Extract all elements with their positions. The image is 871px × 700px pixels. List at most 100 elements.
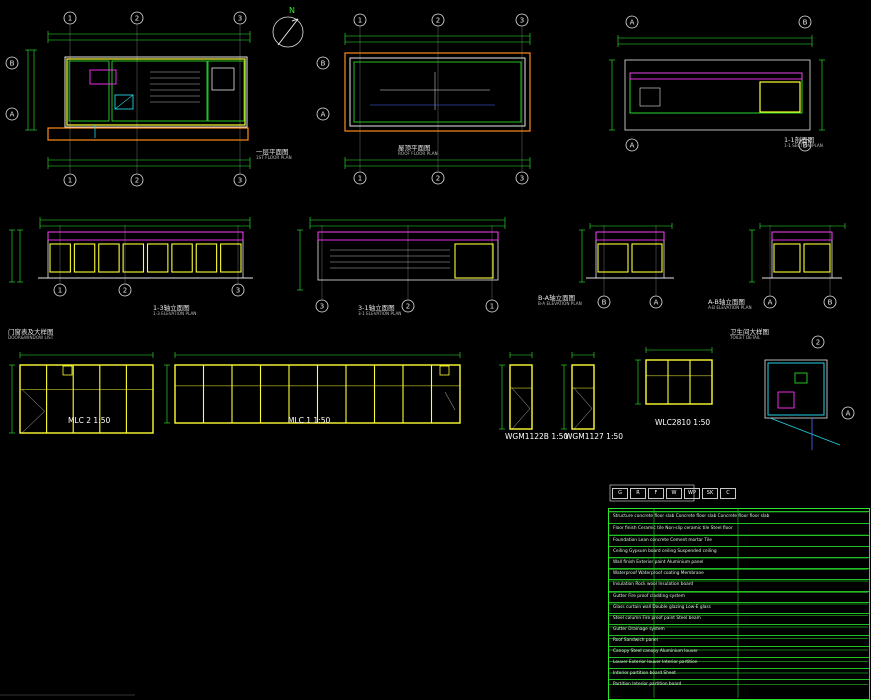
window-mlc1-lock: [439, 365, 450, 376]
floor-plan-platform: [47, 127, 249, 141]
legend-chip: G: [612, 488, 628, 499]
section-window: [639, 87, 661, 107]
spec-row: Waterproof Waterproof coating Membrane: [609, 568, 869, 579]
window-code-wlc2810: WLC2810 1:50: [655, 418, 711, 427]
legend-chips: G R F W WP SK C: [612, 488, 736, 499]
view-title-roof-plan: 屋顶平面图: [398, 144, 431, 152]
floor-plan-outline: [64, 56, 248, 128]
elevation-3-1-glazing: [454, 243, 494, 279]
door-swing: [114, 94, 134, 110]
window-wlc2810-frame: [645, 359, 713, 405]
elevation-1-3-fascia: [47, 231, 244, 241]
elevation-a-b-glazing: [773, 243, 801, 273]
legend-chip-frame: [609, 484, 695, 502]
elevation-a-b-outline: [771, 231, 833, 279]
grid-label: 3: [238, 177, 242, 185]
spec-row: Roof Sandwich panel: [609, 635, 869, 646]
view-title-first-floor-plan: 一层平面图: [256, 148, 289, 156]
grid-label: A: [630, 19, 635, 27]
view-sub-toilet-detail: TOILET DETAIL: [730, 335, 761, 340]
section-door: [759, 81, 801, 113]
grid-label: A: [846, 410, 851, 418]
elevation-a-b-glazing: [803, 243, 831, 273]
spec-row: Ceiling Gypsum board ceiling Suspended c…: [609, 546, 869, 557]
grid-label: 1: [490, 303, 494, 311]
view-title-elevation-b-a: B-A轴立面图: [538, 294, 576, 302]
elevation-1-3-glazing: [171, 243, 193, 273]
elevation-b-a-glazing: [631, 243, 663, 273]
elevation-b-a-fascia: [595, 231, 665, 241]
elevation-a-b-fascia: [771, 231, 833, 241]
legend-chip: F: [648, 488, 664, 499]
elevation-1-3-glazing: [98, 243, 120, 273]
door-symbol: [114, 94, 134, 110]
spec-row: Canopy Steel canopy Aluminium louver: [609, 646, 869, 657]
grid-label: A: [630, 142, 635, 150]
window-mlc2-lock: [62, 365, 73, 376]
elevation-1-3-glazing: [49, 243, 71, 273]
window-wgm1127-swing: [573, 387, 593, 409]
grid-label: 2: [135, 15, 139, 23]
elevation-1-3-glazing: [220, 243, 242, 273]
elevation-1-3-glazing: [195, 243, 218, 273]
room-main: [111, 60, 208, 122]
view-sub-roof-plan: ROOF FLOOR PLAN: [398, 151, 438, 156]
elevation-1-3-glazing: [73, 243, 96, 273]
view-sub-door-window-list: DOOR&WINDOW LIST: [8, 335, 54, 340]
view-title-elevation-3-1: 3-1轴立面图: [358, 304, 395, 312]
grid-label: A: [10, 111, 15, 119]
grid-bubble: [5, 107, 19, 121]
legend-chip: SK: [702, 488, 718, 499]
room-left: [68, 60, 110, 122]
grid-bubble: [625, 138, 639, 152]
legend-chip: C: [720, 488, 736, 499]
grid-bubble: [798, 138, 812, 152]
roof-parapet: [349, 57, 526, 127]
grid-bubble: [798, 15, 812, 29]
elevation-b-a-glazing: [597, 243, 629, 273]
toilet-door-swing: [769, 417, 841, 446]
grid-label: 2: [135, 177, 139, 185]
grid-bubble: [316, 107, 330, 121]
grid-label: 2: [436, 175, 440, 183]
view-sub-elevation-3-1: 3-1 ELEVATION PLAN: [358, 311, 402, 316]
view-sub-first-floor-plan: 1ST FLOOR PLAN: [256, 155, 292, 160]
spec-row: Glass curtain wall Double glazing Low-E …: [609, 602, 869, 613]
grid-label: A: [768, 299, 773, 307]
toilet-fixture: [89, 69, 117, 85]
grid-label: 3: [520, 17, 524, 25]
material-spec-table: Structure concrete floor slab Concrete f…: [608, 508, 870, 700]
view-title-elevation-1-3: 1-3轴立面图: [153, 304, 190, 312]
north-arrow: [291, 18, 299, 22]
grid-label: 2: [436, 17, 440, 25]
north-arrow-circle: [272, 16, 304, 48]
legend-chip: WP: [684, 488, 700, 499]
grid-label: 1: [58, 287, 62, 295]
grid-label: 2: [816, 339, 820, 347]
window-code-mlc2: MLC 2 1:50: [68, 416, 111, 425]
grid-label: 1: [358, 175, 362, 183]
window-wgm1122b-swing: [511, 387, 531, 409]
grid-label: A: [654, 299, 659, 307]
spec-row: Insulation Rock wool Insulation board: [609, 579, 869, 590]
window-code-wgm1122b: WGM1122B 1:50: [505, 432, 569, 441]
grid-bubble: [5, 56, 19, 70]
grid-bubble: [811, 335, 825, 349]
elevation-3-1-fascia: [317, 231, 499, 241]
view-sub-section-1-1: 1-1 SECTION PLAN: [784, 143, 823, 148]
north-arrow: [277, 18, 299, 46]
grid-label: A: [321, 111, 326, 119]
grid-bubble: [841, 406, 855, 420]
view-title-toilet-detail: 卫生间大样图: [730, 328, 769, 336]
grid-label: B: [321, 60, 326, 68]
view-sub-elevation-a-b: A-B ELEVATION PLAN: [708, 305, 752, 310]
spec-row: Gutter Fire proof cladding system: [609, 591, 869, 602]
grid-label: B: [602, 299, 607, 307]
window-code-mlc1: MLC 1 1:50: [288, 416, 331, 425]
grid-label: 2: [406, 303, 410, 311]
section-beam: [629, 72, 803, 80]
window-wgm1122b-frame: [509, 364, 533, 430]
grid-label: 3: [520, 175, 524, 183]
